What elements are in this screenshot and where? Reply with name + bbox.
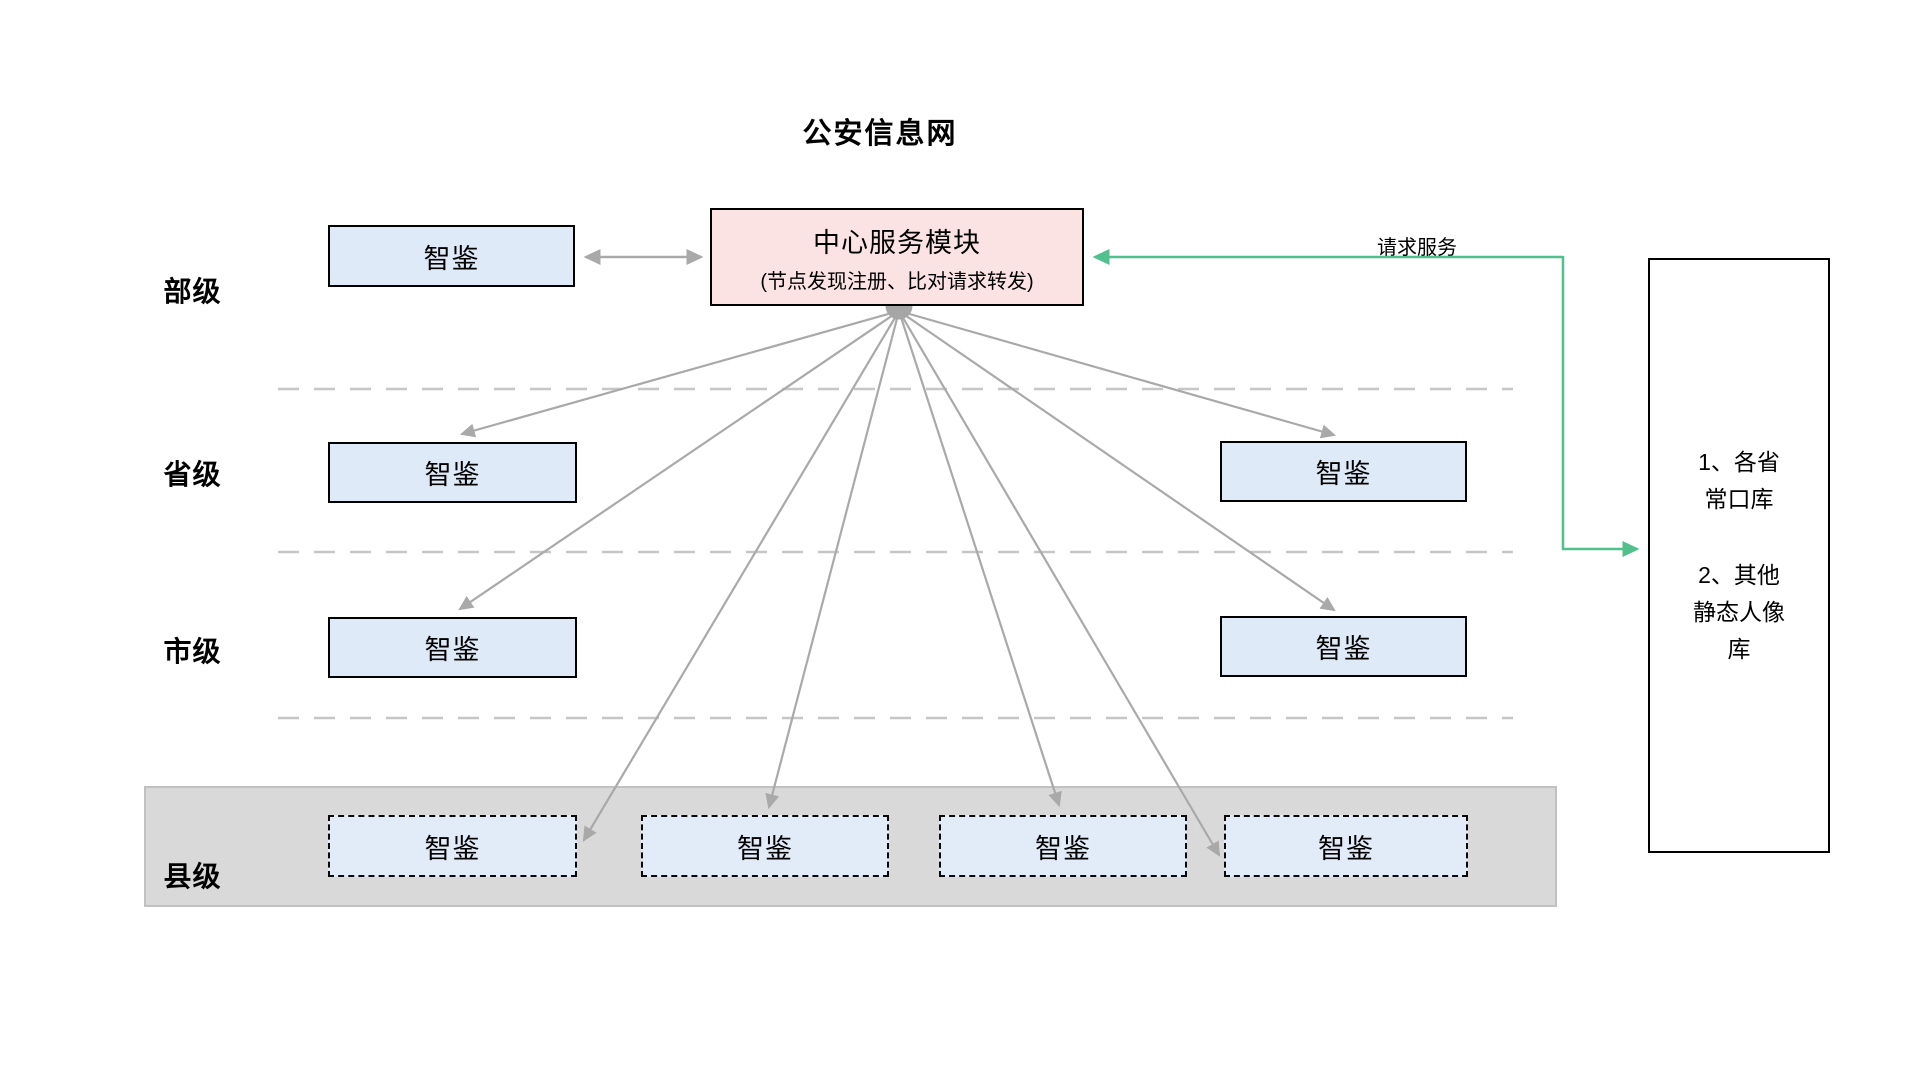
row-label-province: 省级 xyxy=(163,459,222,490)
node-label: 智鉴 xyxy=(424,833,481,864)
green-arrow-to-database xyxy=(1561,256,1640,557)
database-item-2-line-3: 库 xyxy=(1727,635,1751,662)
database-item-2-line-2: 静态人像 xyxy=(1693,598,1785,625)
zhijian-node-province-left: 智鉴 xyxy=(328,442,577,503)
arrow-hub-to-county-2 xyxy=(765,310,901,810)
database-item-2-line-1: 2、其他 xyxy=(1698,561,1780,588)
arrow-hub-to-county-4 xyxy=(898,310,1221,857)
hub-dot xyxy=(885,306,913,320)
zhijian-node-city-left: 智鉴 xyxy=(328,617,577,678)
node-label: 智鉴 xyxy=(1318,833,1374,864)
zhijian-node-county-2: 智鉴 xyxy=(641,815,889,877)
database-item-1: 1、各省 常口库 xyxy=(1698,444,1780,518)
zhijian-node-city-right: 智鉴 xyxy=(1220,616,1467,677)
row-label-city: 市级 xyxy=(163,636,222,667)
zhijian-node-county-1: 智鉴 xyxy=(328,815,577,877)
arrow-hub-to-county-1 xyxy=(582,310,900,842)
node-label: 智鉴 xyxy=(1035,833,1091,864)
node-label: 智鉴 xyxy=(423,243,480,274)
central-module-title: 中心服务模块 xyxy=(813,227,981,258)
node-label: 智鉴 xyxy=(424,635,481,665)
zhijian-node-county-3: 智鉴 xyxy=(939,815,1187,877)
database-item-2: 2、其他 静态人像 库 xyxy=(1693,557,1785,668)
zhijian-node-county-4: 智鉴 xyxy=(1224,815,1468,877)
zhijian-node-province-right: 智鉴 xyxy=(1220,441,1467,502)
database-item-1-line-1: 1、各省 xyxy=(1698,448,1780,475)
arrow-hub-to-province-right xyxy=(898,309,1337,439)
node-label: 智鉴 xyxy=(424,460,481,490)
central-service-module-box: 中心服务模块 (节点发现注册、比对请求转发) xyxy=(710,208,1084,306)
node-label: 智鉴 xyxy=(1315,459,1372,489)
row-label-county: 县级 xyxy=(163,861,222,892)
database-item-1-line-2: 常口库 xyxy=(1704,485,1774,512)
row-label-ministry: 部级 xyxy=(163,276,222,307)
database-panel: 1、各省 常口库 2、其他 静态人像 库 xyxy=(1648,258,1830,853)
node-label: 智鉴 xyxy=(1315,634,1372,664)
node-label: 智鉴 xyxy=(737,833,793,864)
page-title: 公安信息网 xyxy=(802,118,958,150)
arrow-hub-to-county-3 xyxy=(897,310,1062,808)
arrow-hub-to-province-left xyxy=(459,309,900,438)
request-service-label: 请求服务 xyxy=(1377,237,1457,259)
central-module-subtitle: (节点发现注册、比对请求转发) xyxy=(760,270,1034,293)
zhijian-node-ministry: 智鉴 xyxy=(328,225,575,287)
